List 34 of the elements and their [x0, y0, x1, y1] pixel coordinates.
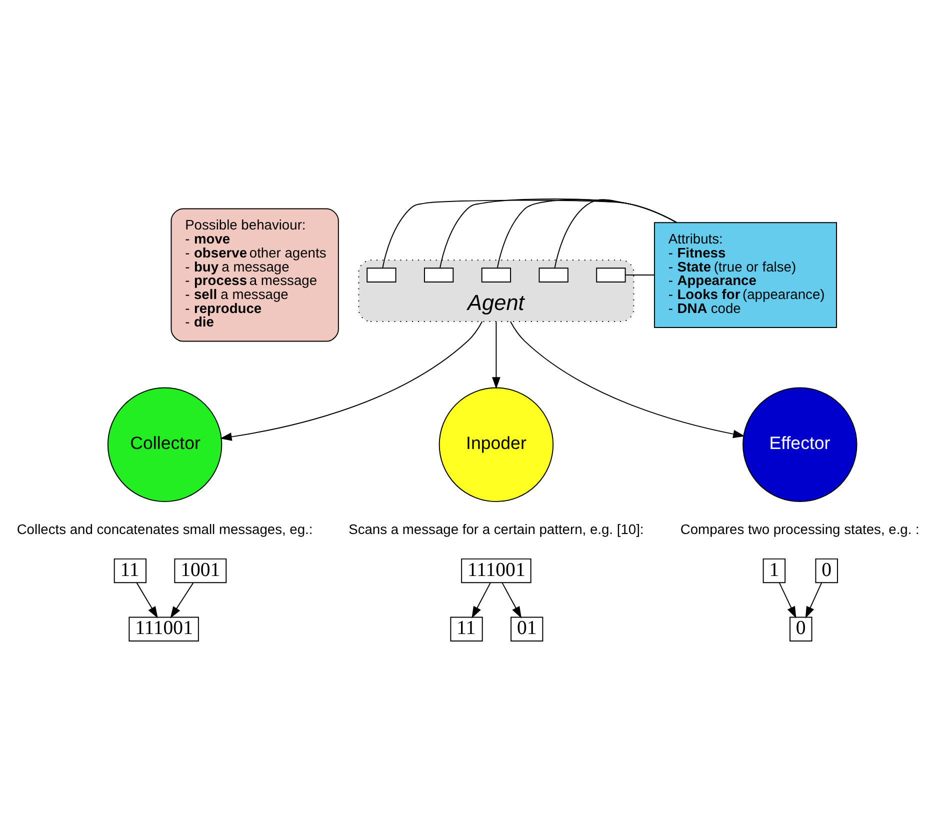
- arrow: [492, 320, 500, 389]
- cluster: Agent: [358, 259, 634, 322]
- arrow: [778, 582, 796, 618]
- node-circle: Inpoder: [438, 386, 554, 502]
- node-box: 11: [114, 558, 146, 583]
- node-box: Possible behaviour: - move - observe other agents - buy a message - process a message - sell a message - reproduce - die: [170, 208, 339, 342]
- node-box: 111001: [461, 558, 532, 583]
- node-box: 1: [762, 558, 786, 583]
- connector: [382, 199, 678, 268]
- arrow: [510, 320, 745, 438]
- node-box: Attributs: - Fitness - State (true or false) - Appearance - Looks for (appearance) - DNA code: [654, 222, 837, 328]
- arrow: [136, 582, 158, 618]
- node-box: [424, 267, 454, 282]
- arrow: [170, 582, 194, 618]
- node-box: 0: [790, 616, 812, 642]
- node-box: [481, 267, 512, 282]
- connector: [624, 274, 654, 276]
- arrow: [472, 582, 491, 618]
- node-circle: Effector: [742, 386, 858, 502]
- node-box: 01: [510, 616, 544, 642]
- node-label: Collects and concatenates small messages, eg.:: [16, 520, 313, 536]
- arrow: [502, 582, 522, 618]
- node-box: 1001: [174, 558, 227, 583]
- node-circle: Collector: [107, 386, 222, 502]
- node-box: [366, 267, 396, 282]
- node-box: 11: [450, 616, 483, 642]
- arrow: [220, 320, 483, 440]
- node-box: [596, 267, 626, 282]
- node-box: 111001: [128, 616, 199, 642]
- node-box: [538, 267, 568, 282]
- arrow: [805, 582, 822, 618]
- node-label: Scans a message for a certain pattern, e.g. [10]:: [348, 520, 644, 536]
- node-label: Compares two processing states, e.g. :: [680, 520, 920, 536]
- node-box: 0: [815, 558, 838, 583]
